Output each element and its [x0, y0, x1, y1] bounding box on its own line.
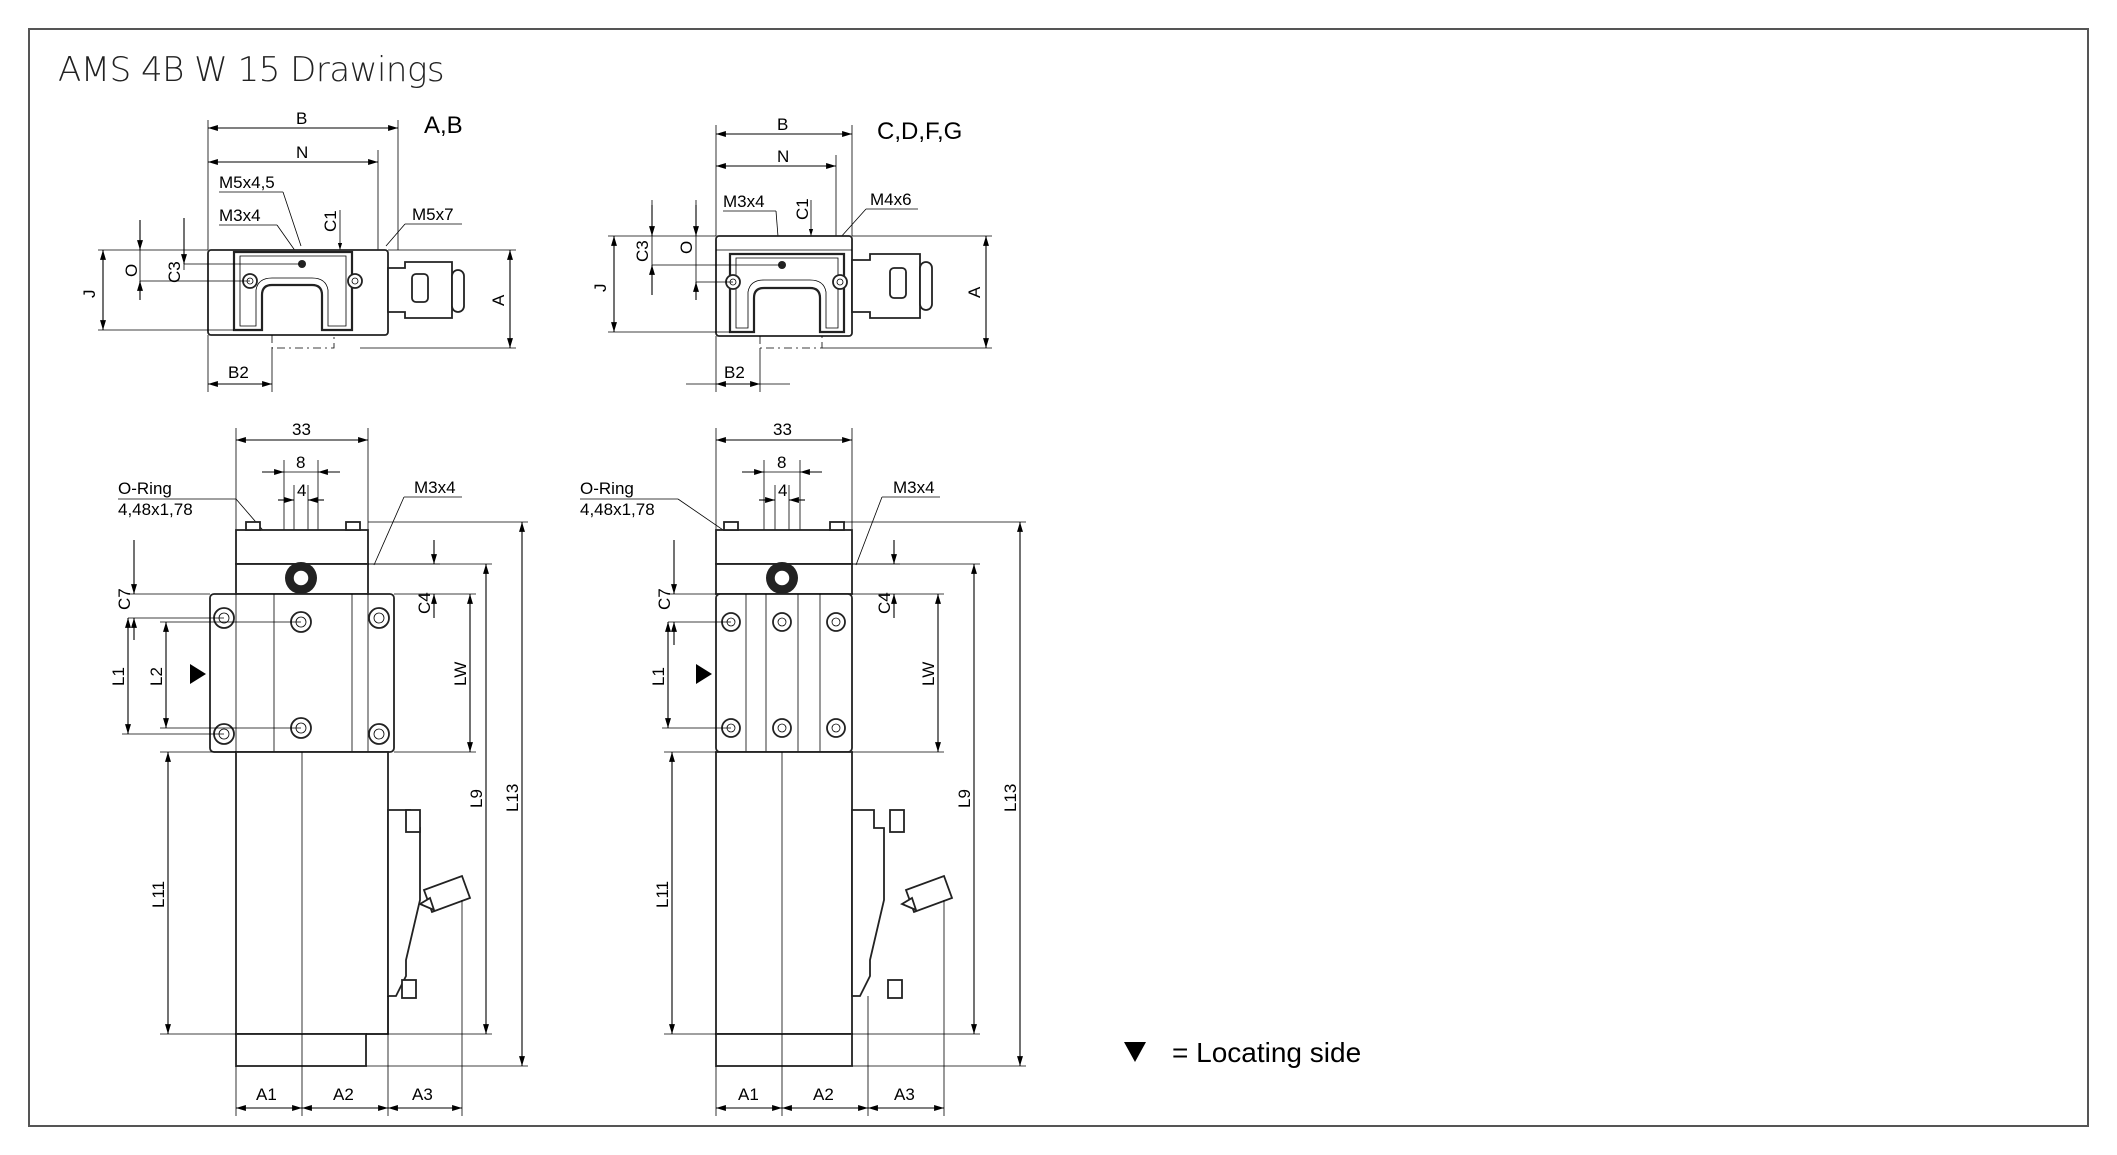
callout-oring: O-Ring	[118, 479, 172, 498]
dim-label-l1: L1	[109, 667, 128, 686]
variant-label: C,D,F,G	[877, 118, 962, 145]
dim-label-a3: A3	[412, 1085, 433, 1104]
dim-label-a2: A2	[333, 1085, 354, 1104]
dim-label-c4: C4	[875, 592, 894, 614]
callout-oring-size: 4,48x1,78	[580, 500, 655, 519]
dim-label-33: 33	[292, 420, 311, 439]
dim-label-4: 4	[297, 481, 306, 500]
dim-label-l11: L11	[653, 881, 672, 908]
callout-m3x4: M3x4	[414, 478, 456, 497]
dim-label-o: O	[122, 264, 141, 277]
dim-label-c7: C7	[115, 588, 134, 610]
page-title: AMS 4B W 15 Drawings	[58, 50, 445, 90]
callout-m3x4: M3x4	[219, 206, 261, 225]
callout-m3x4: M3x4	[723, 192, 765, 211]
dim-label-lw: LW	[451, 662, 470, 686]
view-left-top: A,B B N M5x4,5 M3x4 C1 M5x7 J O C3 A	[80, 109, 516, 392]
callout-m4x6: M4x6	[870, 190, 912, 209]
dim-label-a2: A2	[813, 1085, 834, 1104]
callout-m5x4-5: M5x4,5	[219, 173, 275, 192]
callout-m3x4: M3x4	[893, 478, 935, 497]
dim-label-c1: C1	[793, 198, 812, 220]
dim-label-a1: A1	[738, 1085, 759, 1104]
legend: = Locating side	[1124, 1037, 1361, 1068]
dim-label-33: 33	[773, 420, 792, 439]
dim-label-a: A	[965, 286, 984, 298]
dim-label-c7: C7	[655, 588, 674, 610]
dim-label-l11: L11	[149, 881, 168, 908]
dim-label-b2: B2	[724, 363, 745, 382]
dim-label-l2: L2	[147, 667, 166, 686]
view-left-bottom: 33 8 4 O-Ring 4,48x1,78 M3x4 C7	[109, 420, 528, 1116]
dim-label-c1: C1	[321, 210, 340, 232]
callout-m5x7: M5x7	[412, 205, 454, 224]
dim-label-8: 8	[296, 453, 305, 472]
dim-label-n: N	[777, 147, 789, 166]
dim-label-8: 8	[777, 453, 786, 472]
dim-label-a3: A3	[894, 1085, 915, 1104]
dim-label-o: O	[677, 241, 696, 254]
dim-label-l13: L13	[503, 784, 522, 812]
view-right-top: C,D,F,G B N M3x4 C1 M4x6 J C3 O A B2	[591, 115, 992, 392]
dim-label-4: 4	[778, 481, 787, 500]
dim-label-c3: C3	[165, 261, 184, 283]
variant-label: A,B	[424, 112, 463, 139]
dim-label-c4: C4	[415, 592, 434, 614]
dim-label-n: N	[296, 143, 308, 162]
dim-label-l13: L13	[1001, 784, 1020, 812]
dim-label-j: J	[591, 284, 610, 293]
dim-label-lw: LW	[919, 662, 938, 686]
locating-side-triangle-icon	[1124, 1042, 1146, 1062]
dim-label-l9: L9	[467, 789, 486, 808]
dim-label-c3: C3	[633, 240, 652, 262]
view-right-bottom: 33 8 4 O-Ring 4,48x1,78 M3x4 C7 L1 L1	[580, 420, 1026, 1116]
dim-label-l1: L1	[649, 667, 668, 686]
dim-label-a: A	[489, 294, 508, 306]
callout-oring-size: 4,48x1,78	[118, 500, 193, 519]
dim-label-a1: A1	[256, 1085, 277, 1104]
dim-label-j: J	[80, 290, 99, 299]
callout-oring: O-Ring	[580, 479, 634, 498]
legend-text: = Locating side	[1172, 1037, 1361, 1068]
dim-label-b2: B2	[228, 363, 249, 382]
dim-label-l9: L9	[955, 789, 974, 808]
dim-label-b: B	[777, 115, 788, 134]
dim-label-b: B	[296, 109, 307, 128]
